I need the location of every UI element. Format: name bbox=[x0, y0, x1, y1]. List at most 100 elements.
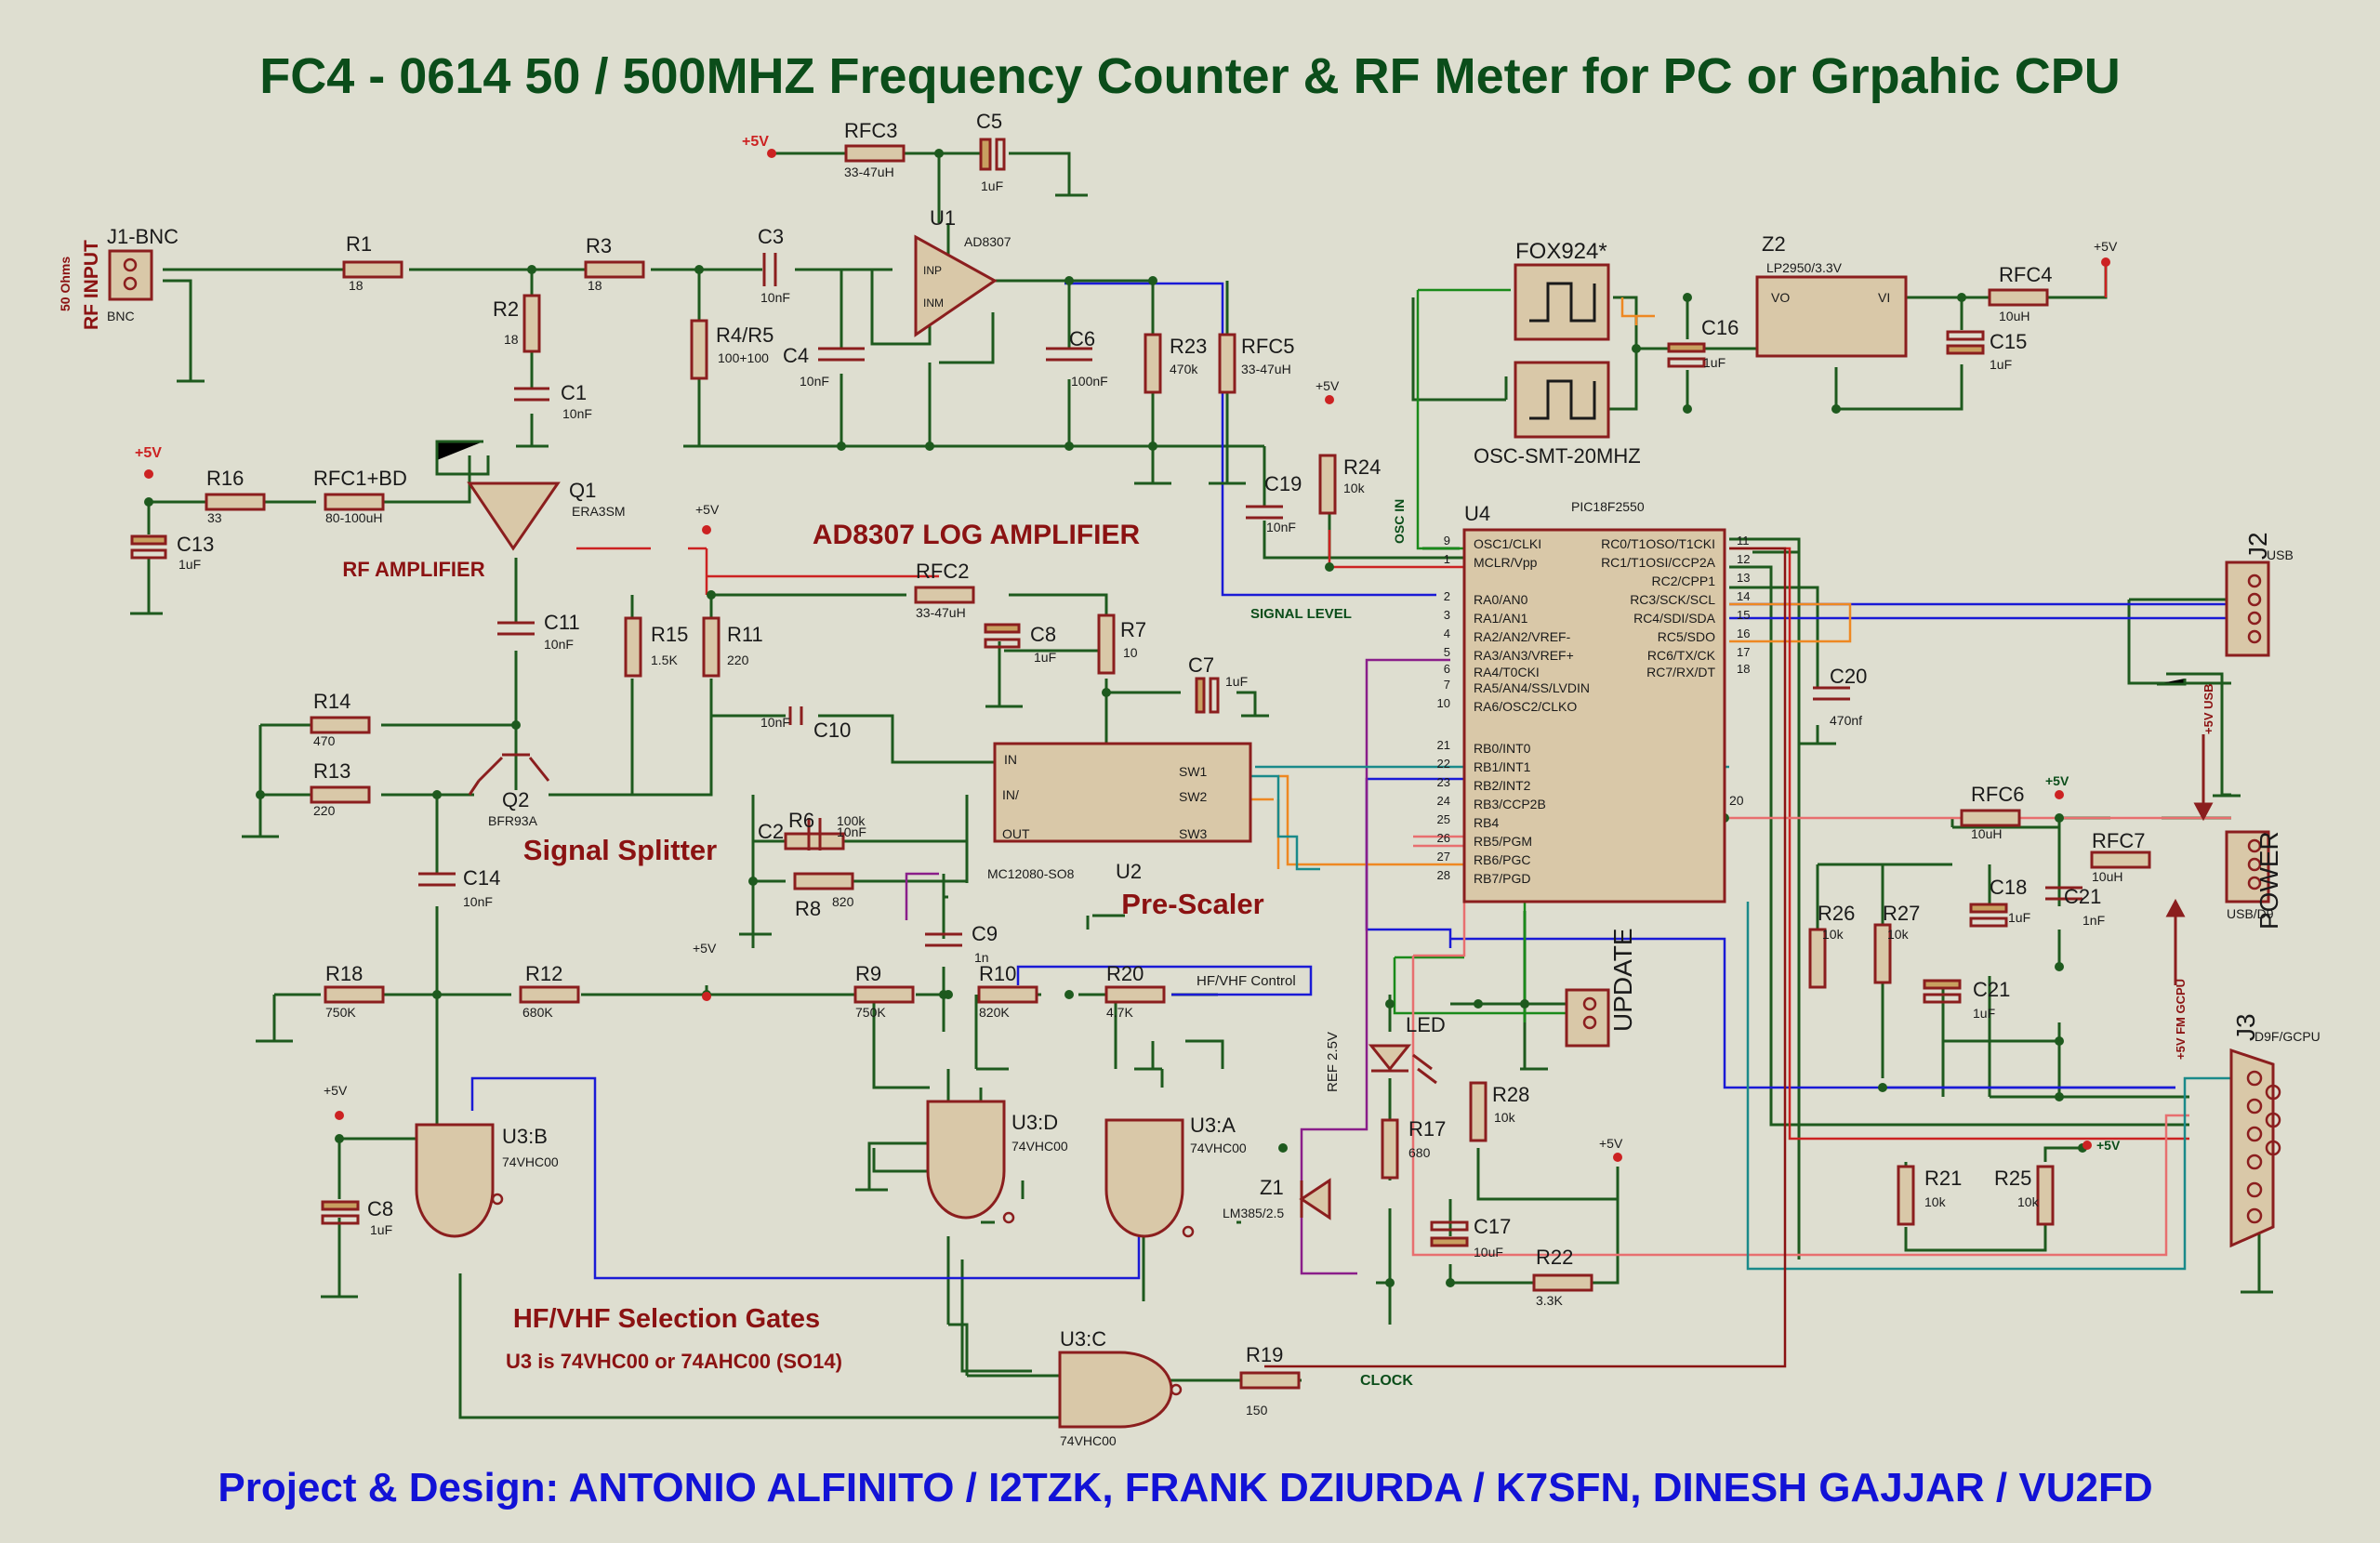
j2-body[interactable] bbox=[2225, 560, 2270, 657]
r17-body[interactable] bbox=[1381, 1118, 1399, 1180]
u4-pin-7-num: 7 bbox=[1444, 678, 1450, 692]
r45-value: 100+100 bbox=[718, 350, 769, 365]
q1-ref: Q1 bbox=[569, 479, 596, 502]
r13-body[interactable] bbox=[310, 785, 371, 804]
pin-circles bbox=[123, 257, 2281, 1396]
u3d-body[interactable] bbox=[926, 1100, 1006, 1220]
r3-body[interactable] bbox=[584, 260, 645, 279]
z2-body[interactable] bbox=[1755, 275, 1908, 358]
u4-pin-7-name: RA5/AN4/SS/LVDIN bbox=[1474, 680, 1590, 695]
u1-body[interactable] bbox=[914, 234, 998, 337]
rfc4-body[interactable] bbox=[1988, 288, 2049, 307]
r7-body[interactable] bbox=[1097, 613, 1116, 675]
r28-body[interactable] bbox=[1469, 1081, 1488, 1142]
u3b-body[interactable] bbox=[415, 1123, 495, 1238]
u4-pin-14-num: 14 bbox=[1737, 589, 1750, 603]
active-parts bbox=[108, 234, 2275, 1429]
r22-body[interactable] bbox=[1532, 1273, 1593, 1292]
c17-value: 10uF bbox=[1474, 1245, 1503, 1259]
power-body[interactable] bbox=[2225, 830, 2270, 903]
r25-ref: R25 bbox=[1994, 1167, 2031, 1190]
r6-body[interactable] bbox=[784, 832, 845, 851]
r1-ref: R1 bbox=[346, 232, 372, 256]
rfc2-value: 33-47uH bbox=[916, 605, 966, 620]
u4-pin-5-name: RA3/AN3/VREF+ bbox=[1474, 648, 1574, 663]
r26-value: 10k bbox=[1822, 927, 1844, 942]
r14-body[interactable] bbox=[310, 716, 371, 734]
r12-value: 680K bbox=[522, 1005, 553, 1020]
osc-body[interactable] bbox=[1514, 361, 1610, 439]
r9-value: 750K bbox=[855, 1005, 886, 1020]
q1-body[interactable] bbox=[467, 481, 561, 551]
r21-body[interactable] bbox=[1897, 1165, 1915, 1226]
r20-body[interactable] bbox=[1104, 985, 1166, 1004]
fox924-body[interactable] bbox=[1514, 263, 1610, 341]
net-ref25: REF 2.5V bbox=[1325, 1032, 1341, 1092]
u4-pin-16-num: 16 bbox=[1737, 626, 1750, 640]
c19-ref: C19 bbox=[1264, 472, 1302, 495]
j3-body[interactable] bbox=[2229, 1048, 2275, 1248]
u3a-body[interactable] bbox=[1104, 1118, 1184, 1238]
r10-body[interactable] bbox=[977, 985, 1038, 1004]
u3b-value: 74VHC00 bbox=[502, 1154, 559, 1169]
c7-value: 1uF bbox=[1225, 674, 1248, 689]
r11-body[interactable] bbox=[702, 616, 721, 678]
r19-body[interactable] bbox=[1239, 1371, 1301, 1390]
u4-pin-15-name: RC4/SDI/SDA bbox=[1633, 611, 1716, 626]
j1-value: BNC bbox=[107, 309, 135, 323]
u4-pin-3-num: 3 bbox=[1444, 608, 1450, 622]
u3c-body[interactable] bbox=[1058, 1351, 1173, 1429]
r25-body[interactable] bbox=[2036, 1165, 2055, 1226]
r13-ref: R13 bbox=[313, 759, 350, 783]
u4-pin-21-name: RB0/INT0 bbox=[1474, 741, 1531, 756]
r45-body[interactable] bbox=[690, 319, 708, 380]
c6-value: 100nF bbox=[1071, 374, 1108, 389]
u4-value: PIC18F2550 bbox=[1571, 499, 1645, 514]
c7-ref: C7 bbox=[1188, 653, 1214, 677]
net-5v-b: +5V bbox=[135, 445, 162, 461]
u4-pin-20-num: 20 bbox=[1729, 793, 1744, 808]
r21-ref: R21 bbox=[1924, 1167, 1962, 1190]
u4-pin-27-num: 27 bbox=[1437, 850, 1450, 864]
net-5v-a: +5V bbox=[742, 134, 769, 150]
c21b-ref: C21 bbox=[1973, 978, 2010, 1001]
u2-in: IN bbox=[1004, 752, 1017, 767]
rfc5-body[interactable] bbox=[1218, 333, 1236, 394]
r19-ref: R19 bbox=[1246, 1343, 1283, 1366]
r2-body[interactable] bbox=[522, 294, 541, 353]
u4-pin-4-name: RA2/AN2/VREF- bbox=[1474, 629, 1571, 644]
u2-body[interactable] bbox=[993, 742, 1252, 843]
rfc1-body[interactable] bbox=[324, 493, 385, 511]
r1-body[interactable] bbox=[342, 260, 403, 279]
r15-body[interactable] bbox=[624, 616, 642, 678]
r27-body[interactable] bbox=[1873, 923, 1892, 984]
u4-pin-27-name: RB6/PGC bbox=[1474, 852, 1530, 867]
rfc6-body[interactable] bbox=[1960, 809, 2021, 827]
r13-value: 220 bbox=[313, 803, 336, 818]
rfc4-ref: RFC4 bbox=[1999, 263, 2052, 286]
r24-body[interactable] bbox=[1318, 454, 1337, 515]
r45-ref: R4/R5 bbox=[716, 323, 774, 347]
u4-pin-24-name: RB3/CCP2B bbox=[1474, 797, 1546, 811]
r28-value: 10k bbox=[1494, 1110, 1516, 1125]
c13-value: 1uF bbox=[178, 557, 201, 572]
r11-ref: R11 bbox=[727, 623, 763, 646]
r23-body[interactable] bbox=[1144, 333, 1162, 394]
u4-pin-12-num: 12 bbox=[1737, 552, 1750, 566]
r16-body[interactable] bbox=[205, 493, 266, 511]
r8-body[interactable] bbox=[793, 872, 854, 890]
r16-ref: R16 bbox=[206, 467, 244, 490]
u3c-ref: U3:C bbox=[1060, 1327, 1106, 1351]
r27-value: 10k bbox=[1887, 927, 1910, 942]
r7-ref: R7 bbox=[1120, 618, 1146, 641]
r12-body[interactable] bbox=[519, 985, 580, 1004]
r9-body[interactable] bbox=[853, 985, 915, 1004]
r26-body[interactable] bbox=[1808, 928, 1827, 989]
c18-value: 1uF bbox=[2008, 910, 2030, 925]
r18-body[interactable] bbox=[324, 985, 385, 1004]
rfc3-body[interactable] bbox=[844, 144, 906, 163]
rfc7-body[interactable] bbox=[2090, 851, 2151, 869]
c8a-ref: C8 bbox=[1030, 623, 1056, 646]
rfc2-body[interactable] bbox=[914, 586, 975, 604]
u4-body[interactable] bbox=[1462, 528, 1726, 903]
